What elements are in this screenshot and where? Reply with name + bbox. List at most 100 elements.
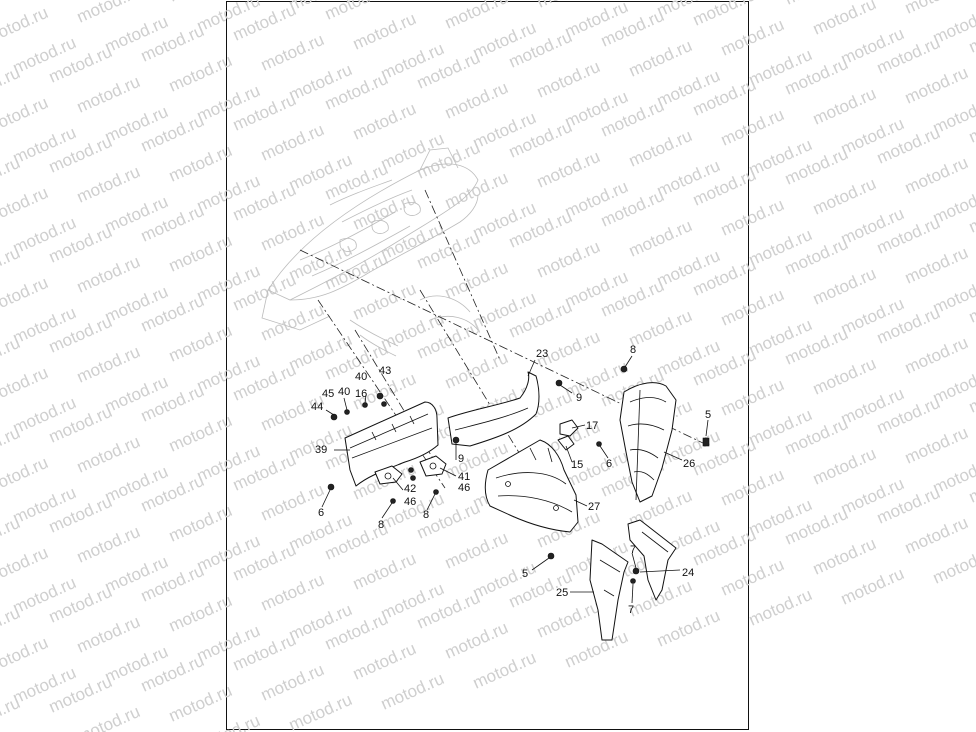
watermark-text: motod.ru — [74, 72, 143, 117]
callout-7-top: 7 — [630, 544, 636, 556]
callout-46-left: 46 — [404, 496, 416, 508]
watermark-text: motod.ru — [930, 543, 976, 588]
callout-9-left: 9 — [458, 453, 464, 465]
callout-6-left: 6 — [318, 507, 324, 519]
watermark-text: motod.ru — [442, 258, 511, 303]
watermark-text: motod.ru — [0, 453, 51, 498]
watermark-text: motod.ru — [166, 591, 235, 636]
watermark-text: motod.ru — [442, 528, 511, 573]
watermark-text: motod.ru — [902, 333, 971, 378]
watermark-text: motod.ru — [746, 585, 815, 630]
callout-45: 45 — [322, 388, 334, 400]
watermark-text: motod.ru — [718, 375, 787, 420]
watermark-text: motod.ru — [74, 522, 143, 567]
callout-24: 24 — [682, 567, 694, 579]
watermark-text: motod.ru — [902, 0, 971, 18]
watermark-text: motod.ru — [74, 162, 143, 207]
watermark-text: motod.ru — [286, 690, 355, 732]
watermark-text: motod.ru — [0, 183, 51, 228]
part-15-clip — [557, 435, 575, 451]
callout-16: 16 — [355, 388, 367, 400]
watermark-text: motod.ru — [442, 168, 511, 213]
watermark-text: motod.ru — [378, 669, 447, 714]
watermark-text: motod.ru — [258, 30, 327, 75]
watermark-text: motod.ru — [258, 120, 327, 165]
callout-5-bottom: 5 — [522, 568, 528, 580]
watermark-text: motod.ru — [74, 342, 143, 387]
watermark-text: motod.ru — [166, 231, 235, 276]
watermark-text: motod.ru — [0, 273, 51, 318]
watermark-text: motod.ru — [166, 681, 235, 726]
part-26-right-cover — [619, 382, 677, 503]
watermark-text: motod.ru — [442, 348, 511, 393]
watermark-text: motod.ru — [902, 63, 971, 108]
watermark-text: motod.ru — [810, 0, 879, 39]
callout-23: 23 — [536, 348, 548, 360]
callout-25: 25 — [556, 587, 568, 599]
callout-8-left: 8 — [378, 519, 384, 531]
watermark-text: motod.ru — [166, 501, 235, 546]
callout-7-bottom: 7 — [628, 604, 634, 616]
part-27-center-cover — [484, 439, 579, 533]
watermark-text: motod.ru — [902, 243, 971, 288]
watermark-text: motod.ru — [166, 321, 235, 366]
watermark-text: motod.ru — [534, 597, 603, 642]
watermark-text: motod.ru — [718, 285, 787, 330]
watermark-text: motod.ru — [654, 606, 723, 651]
watermark-text: motod.ru — [626, 36, 695, 81]
watermark-text: motod.ru — [74, 702, 143, 732]
watermark-text: motod.ru — [810, 354, 879, 399]
watermark-text: motod.ru — [74, 252, 143, 297]
callout-40-mid: 40 — [338, 386, 350, 398]
watermark-text: motod.ru — [350, 99, 419, 144]
watermark-text: motod.ru — [718, 555, 787, 600]
watermark-text: motod.ru — [626, 126, 695, 171]
watermark-text: motod.ru — [562, 627, 631, 672]
watermark-text: motod.ru — [350, 639, 419, 684]
part-25-bracket — [589, 539, 629, 641]
callout-27: 27 — [588, 501, 600, 513]
watermark-text: motod.ru — [718, 15, 787, 60]
callout-9-right: 9 — [576, 392, 582, 404]
ghost-assembly — [261, 147, 479, 357]
watermark-text: motod.ru — [718, 465, 787, 510]
watermark-text: motod.ru — [258, 210, 327, 255]
watermark-text: motod.ru — [0, 363, 51, 408]
watermark-text: motod.ru — [718, 105, 787, 150]
part-17-clip — [559, 419, 579, 437]
diagram-frame — [226, 1, 749, 730]
watermark-text: motod.ru — [838, 564, 907, 609]
callout-46-right: 46 — [458, 482, 470, 494]
watermark-text: motod.ru — [0, 93, 51, 138]
watermark-text: motod.ru — [626, 216, 695, 261]
part-24-bracket — [627, 519, 677, 601]
watermark-text: motod.ru — [0, 3, 51, 48]
watermark-text: motod.ru — [258, 570, 327, 615]
watermark-text: motod.ru — [442, 618, 511, 663]
watermark-text: motod.ru — [810, 444, 879, 489]
watermark-text: motod.ru — [350, 549, 419, 594]
watermark-text: motod.ru — [166, 411, 235, 456]
watermark-text: motod.ru — [902, 423, 971, 468]
watermark-text: motod.ru — [534, 147, 603, 192]
watermark-text: motod.ru — [810, 534, 879, 579]
callout-17: 17 — [586, 420, 598, 432]
watermark-text: motod.ru — [442, 0, 511, 33]
callout-39: 39 — [315, 444, 327, 456]
callout-labels: 23 8 9 5 26 6 17 15 27 40 43 45 40 16 44… — [311, 344, 711, 616]
callout-41: 41 — [458, 471, 470, 483]
watermark-text: motod.ru — [534, 57, 603, 102]
callout-15: 15 — [571, 459, 583, 471]
watermark-text: motod.ru — [166, 141, 235, 186]
hardware — [327, 365, 710, 584]
callout-6-center: 6 — [606, 458, 612, 470]
callout-8-top: 8 — [630, 344, 636, 356]
watermark-text: motod.ru — [322, 0, 391, 24]
part-39-lower-cover — [344, 401, 439, 487]
watermark-text: motod.ru — [902, 153, 971, 198]
watermark-text: motod.ru — [534, 237, 603, 282]
part-42-bracket — [374, 465, 403, 485]
watermark-text: motod.ru — [810, 174, 879, 219]
